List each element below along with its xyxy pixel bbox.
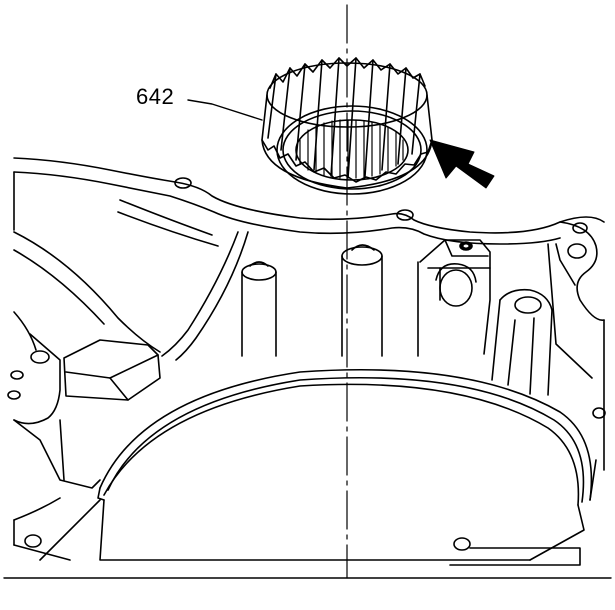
post-center bbox=[341, 244, 383, 357]
gear-642 bbox=[261, 57, 433, 195]
left-webbing bbox=[13, 199, 249, 425]
case-flange bbox=[13, 157, 605, 546]
bolt-holes bbox=[7, 177, 606, 551]
right-boss bbox=[417, 239, 593, 396]
direction-arrow bbox=[429, 139, 495, 189]
callout-642: 642 bbox=[136, 84, 175, 109]
lower-left-detail bbox=[13, 419, 101, 521]
post-left bbox=[241, 261, 277, 357]
callout-642-leader bbox=[187, 99, 263, 121]
main-bore bbox=[13, 368, 597, 566]
